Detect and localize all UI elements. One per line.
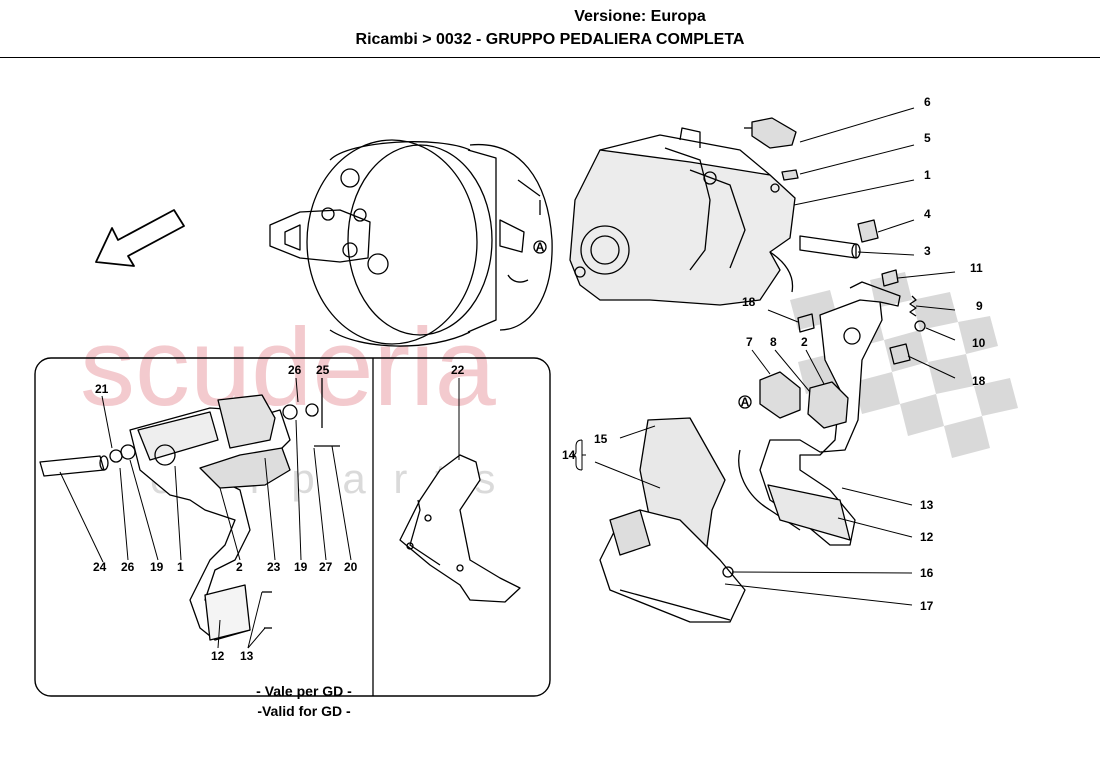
part-3-pin (799, 235, 857, 259)
callout-14: 14 (562, 448, 576, 462)
part-4-clip (857, 219, 879, 243)
inset-callout-1: 1 (177, 560, 184, 574)
inset-callout-23: 23 (267, 560, 281, 574)
part-22-bracket (399, 454, 521, 603)
callout-A-top: A (536, 240, 545, 254)
callout-16: 16 (920, 566, 934, 580)
inset-callout-20: 20 (344, 560, 358, 574)
callout-6: 6 (924, 95, 931, 109)
callout-9: 9 (976, 299, 983, 313)
callout-1: 1 (924, 168, 931, 182)
inset-callout-24: 24 (93, 560, 107, 574)
inset-note-english: -Valid for GD - (257, 703, 351, 719)
inset-callout-12: 12 (211, 649, 225, 663)
inset-callout-25: 25 (316, 363, 330, 377)
checkered-flag-logo (790, 272, 1018, 458)
direction-arrow-icon (95, 209, 185, 267)
inset-callout-27: 27 (319, 560, 333, 574)
brake-booster (269, 139, 553, 347)
part-8-switch (807, 381, 849, 429)
callout-2: 2 (801, 335, 808, 349)
callout-12: 12 (920, 530, 934, 544)
callout-labels: 6 5 1 4 3 11 9 10 18 18 7 8 2 14 15 13 1… (93, 95, 986, 663)
inset-callout-26-bottom: 26 (121, 560, 135, 574)
callout-4: 4 (924, 207, 931, 221)
version-label: Versione: Europa (574, 8, 706, 25)
brake-pedal-assembly (738, 281, 911, 546)
inset-pedal-group (39, 394, 319, 641)
callout-10: 10 (972, 336, 986, 350)
part-5-screw (781, 169, 799, 181)
part-6-switch (744, 117, 797, 149)
callout-8: 8 (770, 335, 777, 349)
watermark-brand: scuderia (80, 306, 497, 429)
pedal-box-housing (569, 127, 796, 306)
callout-A-bottom: A (741, 395, 750, 409)
page-header: Versione: Europa Ricambi > 0032 - GRUPPO… (0, 0, 1100, 60)
accelerator-pedal-assembly (599, 417, 746, 623)
leader-lines (59, 107, 956, 649)
inset-callout-19-left: 19 (150, 560, 164, 574)
part-9-spring (909, 295, 917, 317)
page-title: Ricambi > 0032 - GRUPPO PEDALIERA COMPLE… (355, 31, 745, 48)
callout-15: 15 (594, 432, 608, 446)
part-7-switch (759, 371, 801, 419)
callout-7: 7 (746, 335, 753, 349)
part-10-nut (914, 320, 926, 332)
inset-callout-2: 2 (236, 560, 243, 574)
inset-callout-21: 21 (95, 382, 109, 396)
callout-22: 22 (451, 363, 465, 377)
inset-callout-13: 13 (240, 649, 254, 663)
callout-13: 13 (920, 498, 934, 512)
inset-callout-26-top: 26 (288, 363, 302, 377)
callout-18-right: 18 (972, 374, 986, 388)
callout-18-left: 18 (742, 295, 756, 309)
gd-variant-inset (34, 357, 551, 697)
brace-14 (571, 439, 583, 471)
inset-note-italian: - Vale per GD - (256, 683, 352, 699)
inset-callout-19-right: 19 (294, 560, 308, 574)
header-divider (0, 57, 1100, 58)
callout-17: 17 (920, 599, 934, 613)
callout-11: 11 (970, 261, 983, 275)
callout-5: 5 (924, 131, 931, 145)
part-11-clip (881, 269, 899, 287)
callout-3: 3 (924, 244, 931, 258)
